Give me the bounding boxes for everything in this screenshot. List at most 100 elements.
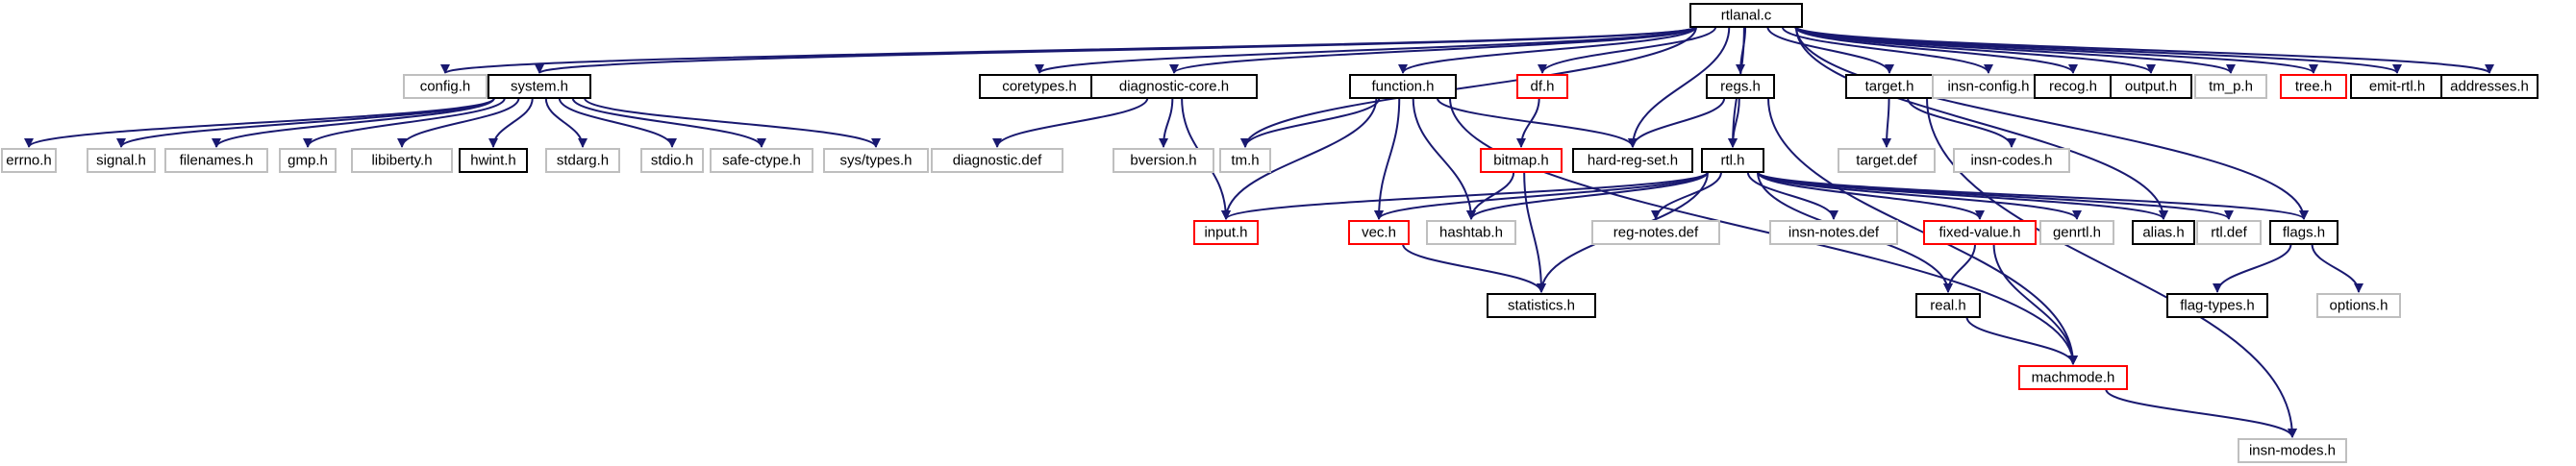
node-output[interactable]: output.h [2110,74,2192,99]
node-flagtypes[interactable]: flag-types.h [2166,293,2268,318]
node-box-stdio [640,148,704,173]
node-target[interactable]: target.h [1845,74,1934,99]
node-label-diagcore: diagnostic-core.h [1119,79,1229,95]
node-function[interactable]: function.h [1349,74,1457,99]
edge-function-to-hardregset [1436,97,1638,148]
node-hardregset[interactable]: hard-reg-set.h [1572,148,1693,173]
node-vec[interactable]: vec.h [1348,220,1410,245]
node-regnotes[interactable]: reg-notes.def [1591,220,1720,245]
node-coretypes[interactable]: coretypes.h [979,74,1100,99]
node-box-tmp [2194,74,2267,99]
node-stdio[interactable]: stdio.h [640,148,704,173]
node-box-flags [2269,220,2338,245]
edge-rtlanal-to-tm [1240,26,1697,148]
node-label-alias: alias.h [2142,225,2184,241]
node-system[interactable]: system.h [488,74,591,99]
node-tm[interactable]: tm.h [1219,148,1271,173]
node-label-insnconfig: insn-config.h [1947,79,2029,95]
node-regs[interactable]: regs.h [1706,74,1775,99]
node-systypes[interactable]: sys/types.h [823,148,929,173]
node-errno[interactable]: errno.h [1,148,57,173]
edge-rtlanal-to-df [1538,26,1717,74]
edge-function-to-machmode [1449,97,2078,365]
node-safectype[interactable]: safe-ctype.h [710,148,813,173]
node-insnnotes[interactable]: insn-notes.def [1769,220,1898,245]
node-label-fixedvalue: fixed-value.h [1938,225,2020,241]
node-insnconfig[interactable]: insn-config.h [1932,74,2045,99]
node-flags[interactable]: flags.h [2269,220,2338,245]
node-box-hashtab [1426,220,1516,245]
node-libiberty[interactable]: libiberty.h [351,148,453,173]
node-recog[interactable]: recog.h [2034,74,2113,99]
node-filenames[interactable]: filenames.h [164,148,268,173]
edge-rtlanal-to-flags [1795,26,2309,220]
node-label-rtl: rtl.h [1720,153,1744,169]
node-input[interactable]: input.h [1193,220,1259,245]
nodes-layer: rtlanal.c config.h system.h coretypes.h diag… [1,3,2538,463]
node-label-regs: regs.h [1720,79,1761,95]
node-box-errno [1,148,57,173]
node-box-alias [2132,220,2195,245]
node-statistics[interactable]: statistics.h [1487,293,1596,318]
node-targetdef[interactable]: target.def [1838,148,1936,173]
node-machmode[interactable]: machmode.h [2018,365,2128,390]
node-diagcore[interactable]: diagnostic-core.h [1090,74,1258,99]
node-real[interactable]: real.h [1915,293,1981,318]
node-box-tree [2280,74,2347,99]
node-label-regnotes: reg-notes.def [1613,225,1699,241]
node-rtldef[interactable]: rtl.def [2196,220,2262,245]
edge-rtlanal-to-recog [1794,26,2078,74]
edge-system-to-gmp [303,97,506,148]
node-genrtl[interactable]: genrtl.h [2039,220,2114,245]
node-emitrtl[interactable]: emit-rtl.h [2350,74,2444,99]
node-gmp[interactable]: gmp.h [279,148,337,173]
edge-system-to-libiberty [397,97,520,148]
node-label-vec: vec.h [1362,225,1396,241]
edge-system-to-stdio [558,97,677,148]
node-bversion[interactable]: bversion.h [1113,148,1214,173]
node-insnmodes[interactable]: insn-modes.h [2238,438,2347,463]
edge-rtl-to-fixedvalue [1757,171,1985,220]
node-insncodes[interactable]: insn-codes.h [1953,148,2070,173]
node-bitmap[interactable]: bitmap.h [1480,148,1563,173]
node-box-vec [1348,220,1410,245]
node-tree[interactable]: tree.h [2280,74,2347,99]
edge-rtlanal-to-target [1766,26,1894,74]
node-hwint[interactable]: hwint.h [459,148,528,173]
edge-function-to-input [1221,97,1378,220]
edge-target-to-insnmodes [1926,97,2297,438]
node-signal[interactable]: signal.h [87,148,156,173]
node-rtl[interactable]: rtl.h [1701,148,1764,173]
node-box-regs [1706,74,1775,99]
node-options[interactable]: options.h [2316,293,2401,318]
node-label-target: target.h [1865,79,1914,95]
node-df[interactable]: df.h [1516,74,1568,99]
edge-system-to-hwint [488,97,534,148]
node-label-statistics: statistics.h [1508,298,1575,314]
node-addresses[interactable]: addresses.h [2440,74,2538,99]
node-label-bversion: bversion.h [1130,153,1196,169]
edge-system-to-filenames [212,97,495,148]
node-fixedvalue[interactable]: fixed-value.h [1923,220,2037,245]
node-hashtab[interactable]: hashtab.h [1426,220,1516,245]
node-alias[interactable]: alias.h [2132,220,2195,245]
node-box-diagcore [1090,74,1258,99]
node-box-statistics [1487,293,1596,318]
node-box-libiberty [351,148,453,173]
node-config[interactable]: config.h [403,74,488,99]
node-box-rtlanal [1689,3,1803,28]
node-box-rtldef [2196,220,2262,245]
edge-target-to-insncodes [1907,97,2016,148]
node-label-diagdef: diagnostic.def [953,153,1042,169]
node-tmp[interactable]: tm_p.h [2194,74,2267,99]
node-stdarg[interactable]: stdarg.h [545,148,620,173]
node-box-input [1193,220,1259,245]
edge-rtlanal-to-coretypes [1035,26,1697,74]
edge-machmode-to-insnmodes [2105,388,2297,438]
node-box-systypes [823,148,929,173]
node-rtlanal: rtlanal.c [1689,3,1803,28]
node-label-errno: errno.h [6,153,52,169]
node-box-insnmodes [2238,438,2347,463]
node-label-config: config.h [420,79,471,95]
node-diagdef[interactable]: diagnostic.def [931,148,1063,173]
